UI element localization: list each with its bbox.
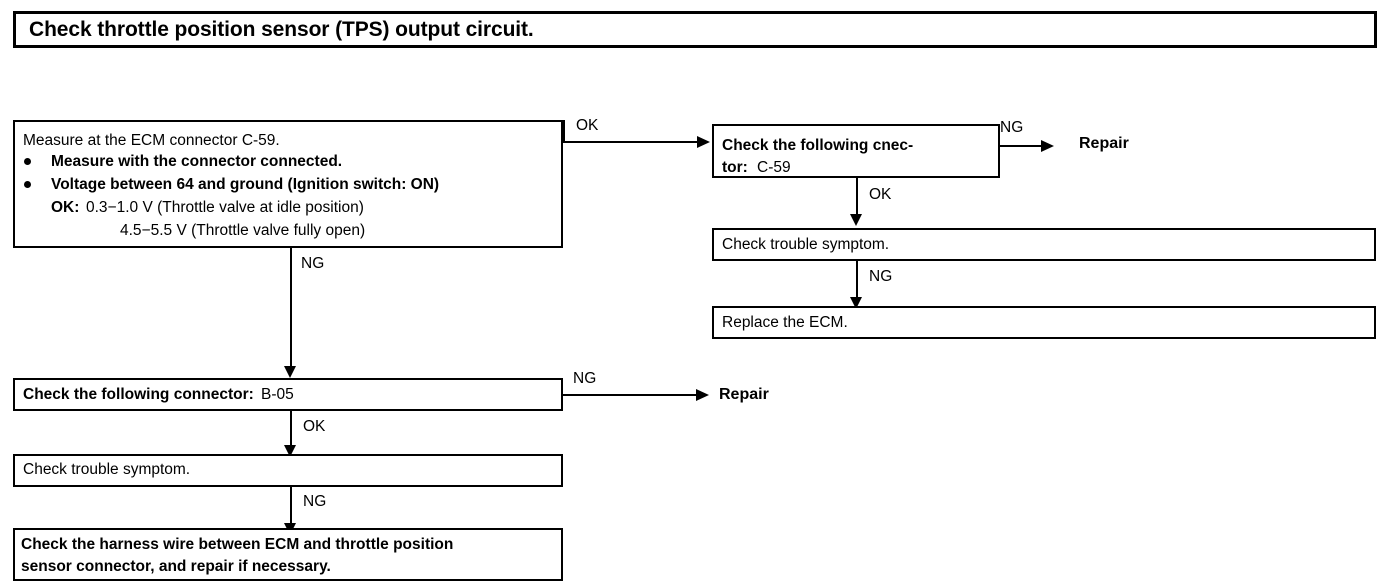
edge-label-ok-top: OK <box>576 117 599 134</box>
connector-line-ng-b05 <box>563 394 697 396</box>
box-check-harness-wire <box>13 528 563 581</box>
arrow-right-icon <box>1041 140 1054 152</box>
arrow-right-icon <box>696 389 709 401</box>
arrow-down-icon <box>850 214 862 226</box>
connector-line-ok-c59 <box>856 178 858 216</box>
check-connector-c59-line2-value: C-59 <box>757 159 791 176</box>
bullet-icon <box>24 181 31 188</box>
box-check-connector-b05 <box>13 378 563 411</box>
endpoint-repair-top: Repair <box>1079 135 1129 152</box>
box-check-connector-c59 <box>712 124 1000 178</box>
check-connector-b05-value: B-05 <box>261 386 294 403</box>
replace-ecm-text: Replace the ECM. <box>722 314 848 331</box>
edge-label-ng-c59: NG <box>1000 119 1024 136</box>
check-harness-line2: sensor connector, and repair if necessar… <box>21 558 331 575</box>
measure-ecm-ok-value-open: 4.5−5.5 V (Throttle valve fully open) <box>120 222 366 239</box>
box-measure-at-ecm-connector <box>13 120 563 248</box>
connector-line-ng-measure <box>290 248 292 371</box>
measure-ecm-bullet2: Voltage between 64 and ground (Ignition … <box>51 176 440 193</box>
check-connector-b05-label: Check the following connector: <box>23 386 254 403</box>
arrow-down-icon <box>284 366 296 378</box>
arrow-right-icon <box>697 136 710 148</box>
bullet-icon <box>24 158 31 165</box>
edge-label-ok-c59: OK <box>869 186 892 203</box>
page-title: Check throttle position sensor (TPS) out… <box>29 17 534 41</box>
connector-line-ok-top-horizontal <box>563 141 698 143</box>
connector-line-ng-c59 <box>1000 145 1042 147</box>
edge-label-ng-symptom-right: NG <box>869 268 893 285</box>
box-check-trouble-symptom-left <box>13 454 563 487</box>
measure-ecm-ok-value-idle: 0.3−1.0 V (Throttle valve at idle positi… <box>86 199 364 216</box>
measure-ecm-ok-label: OK: <box>51 199 80 216</box>
edge-label-ok-b05: OK <box>303 418 326 435</box>
check-trouble-symptom-left-text: Check trouble symptom. <box>23 461 191 478</box>
box-check-trouble-symptom-right <box>712 228 1376 261</box>
connector-line-ok-b05 <box>290 411 292 447</box>
check-connector-c59-line2-label: tor: <box>722 159 748 176</box>
connector-line-ng-symptom-right <box>856 261 858 299</box>
measure-ecm-line1: Measure at the ECM connector C-59. <box>23 132 280 149</box>
measure-ecm-bullet1: Measure with the connector connected. <box>51 153 343 170</box>
endpoint-repair-bottom: Repair <box>719 386 769 403</box>
edge-label-ng-measure: NG <box>301 255 325 272</box>
edge-label-ng-symptom-left: NG <box>303 493 327 510</box>
page-title-banner: Check throttle position sensor (TPS) out… <box>13 11 1377 48</box>
check-connector-c59-line1: Check the following cnec- <box>722 137 914 154</box>
box-replace-ecm <box>712 306 1376 339</box>
connector-line-ok-top-vertical <box>563 120 565 142</box>
check-trouble-symptom-right-text: Check trouble symptom. <box>722 236 890 253</box>
connector-line-ng-symptom-left <box>290 487 292 525</box>
check-harness-line1: Check the harness wire between ECM and t… <box>21 536 454 553</box>
edge-label-ng-b05: NG <box>573 370 597 387</box>
